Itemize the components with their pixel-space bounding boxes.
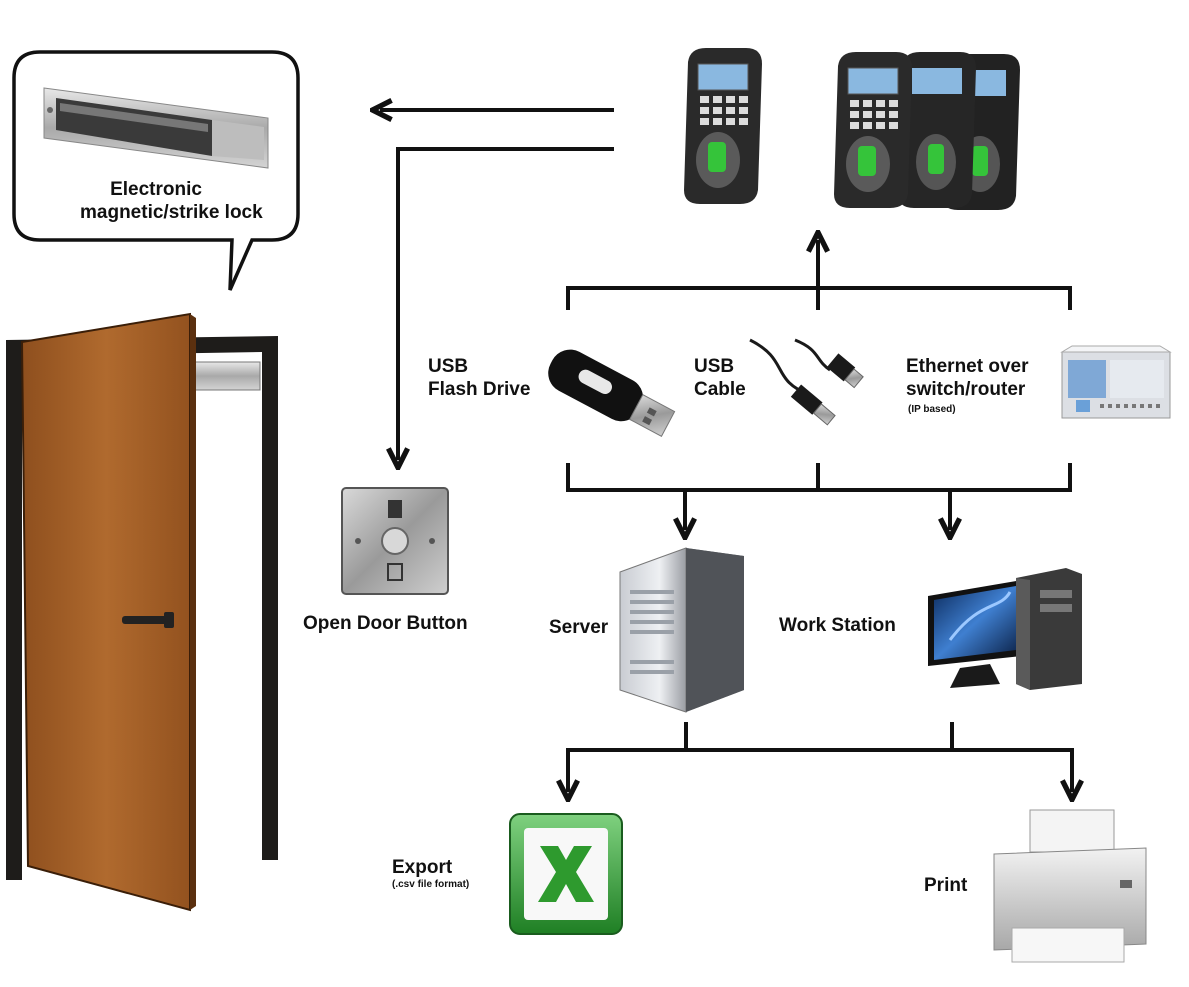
fingerprint-reader-single <box>684 48 762 204</box>
usb-cable-image <box>749 338 864 426</box>
export-label: Export <box>392 857 453 878</box>
usb-cable-label: USB Cable <box>694 355 746 401</box>
usb-flash-drive-image <box>548 349 676 437</box>
lock-bubble <box>12 50 300 291</box>
door-image <box>6 312 278 912</box>
door-leaf <box>20 312 191 912</box>
lock-label-line2: magnetic/strike lock <box>80 202 263 223</box>
arrow-to-door-button <box>398 147 614 458</box>
ethernet-label-line2: switch/router <box>906 379 1026 400</box>
ethernet-switch-image <box>1060 345 1172 419</box>
open-door-button-label: Open Door Button <box>303 613 468 634</box>
connectors <box>382 110 1072 790</box>
lock-label: Electronic magnetic/strike lock <box>80 178 263 224</box>
ethernet-label: Ethernet over switch/router <box>906 355 1028 401</box>
export-note: (.csv file format) <box>392 879 470 890</box>
usb-flash-label-line1: USB <box>428 356 469 377</box>
usb-cable-label-line1: USB <box>694 356 735 377</box>
magnetic-lock-image <box>43 87 269 169</box>
usb-flash-label-line2: Flash Drive <box>428 379 531 400</box>
workstation-image <box>928 568 1082 690</box>
workstation-label: Work Station <box>779 615 896 636</box>
fingerprint-reader-group <box>834 52 1020 210</box>
door-lock-mounted <box>187 361 261 391</box>
usb-cable-label-line2: Cable <box>694 379 746 400</box>
ethernet-label-line1: Ethernet over <box>906 356 1029 377</box>
ethernet-note: (IP based) <box>908 404 956 415</box>
speech-bubble <box>12 50 300 291</box>
lock-label-line1: Electronic <box>110 179 202 200</box>
print-label: Print <box>924 875 968 896</box>
server-image <box>619 547 744 713</box>
usb-flash-label: USB Flash Drive <box>428 355 530 401</box>
open-door-button-image <box>341 487 449 595</box>
server-label: Server <box>549 617 609 638</box>
printer-image <box>993 809 1147 963</box>
door-handle <box>122 616 172 624</box>
excel-icon <box>509 813 623 935</box>
